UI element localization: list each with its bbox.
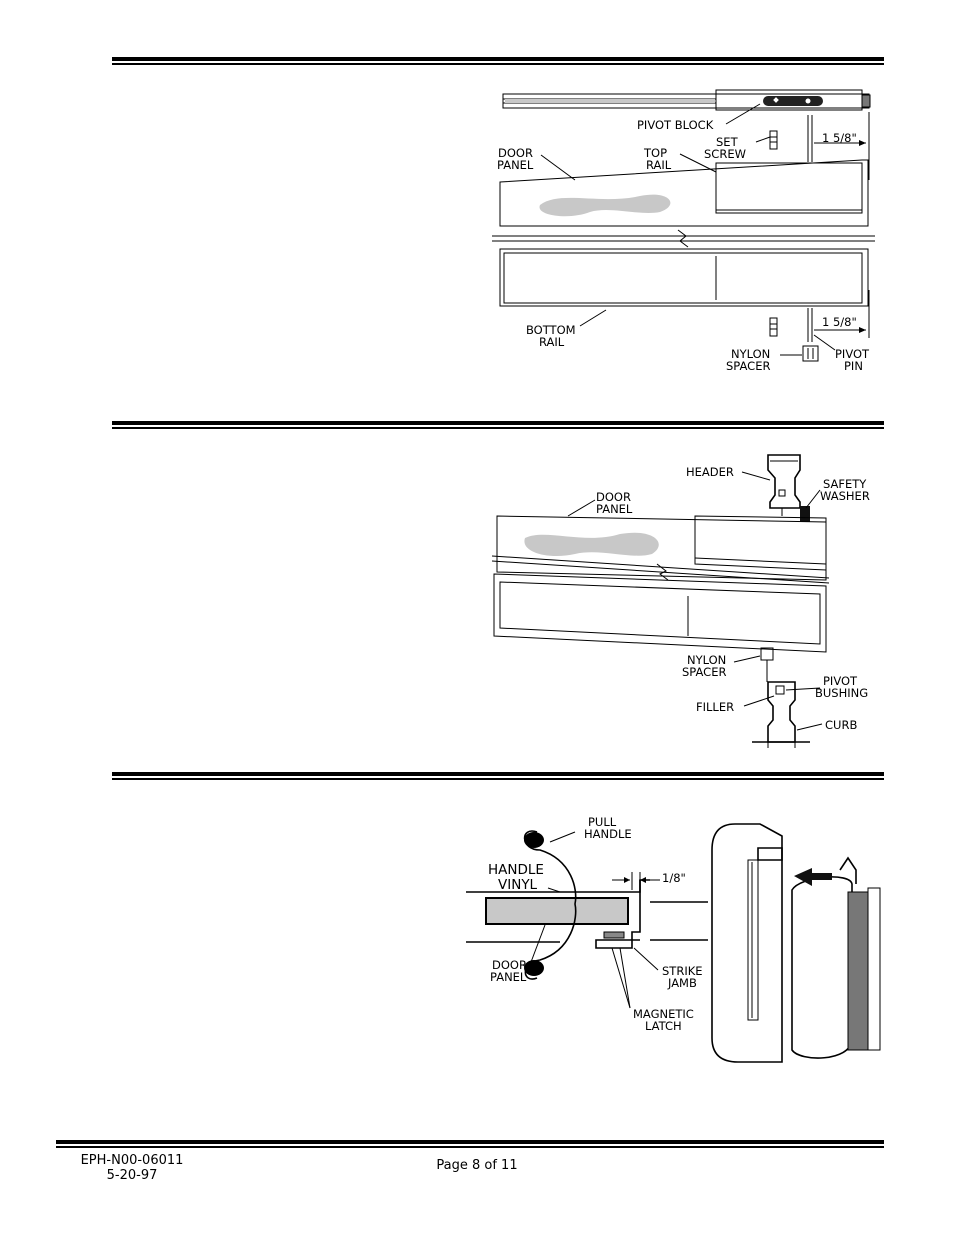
label-latch: LATCH: [645, 1019, 682, 1033]
label-curb: CURB: [825, 718, 857, 732]
label-pivot-2: PIVOT: [823, 674, 858, 688]
door-hanging-figure: HEADER SAFETY WASHER DOOR PANEL NYLON SP…: [491, 454, 870, 748]
label-header: HEADER: [686, 465, 734, 479]
pivot-assembly-figure: PIVOT BLOCK SET SCREW DOOR PANEL TOP RAI…: [492, 89, 875, 373]
label-jamb: JAMB: [667, 976, 697, 990]
page-number: Page 8 of 11: [436, 1158, 518, 1173]
label-rail: RAIL: [646, 158, 672, 172]
footer-doc-info: EPH-N00-06011 5-20-97: [77, 1153, 187, 1183]
section-rule-1: [112, 57, 884, 66]
label-door-2: DOOR: [596, 490, 631, 504]
label-pull: PULL: [588, 815, 617, 829]
label-spacer-2: SPACER: [682, 665, 726, 679]
doc-number: EPH-N00-06011: [80, 1153, 184, 1168]
label-vinyl: VINYL: [498, 877, 538, 893]
label-panel-3: PANEL: [490, 970, 527, 984]
label-set: SET: [716, 135, 739, 149]
label-door-3: DOOR: [492, 958, 527, 972]
label-strike: STRIKE: [662, 964, 703, 978]
label-nylon: NYLON: [731, 347, 770, 361]
label-pivot-block: PIVOT BLOCK: [637, 118, 714, 132]
label-spacer: SPACER: [726, 359, 770, 373]
label-bushing: BUSHING: [815, 686, 868, 700]
label-filler: FILLER: [696, 700, 734, 714]
label-safety: SAFETY: [823, 477, 867, 491]
section-rule-3: [112, 772, 884, 781]
doc-date: 5-20-97: [106, 1168, 158, 1183]
label-handle-2: HANDLE: [488, 862, 544, 878]
label-pivot: PIVOT: [835, 347, 870, 361]
label-top: TOP: [643, 146, 667, 160]
label-pin: PIN: [844, 359, 863, 373]
label-panel: PANEL: [497, 158, 534, 172]
label-panel-2: PANEL: [596, 502, 633, 516]
section-rule-2: [112, 421, 884, 430]
label-magnetic: MAGNETIC: [633, 1007, 694, 1021]
label-nylon-2: NYLON: [687, 653, 726, 667]
dim-gap: 1/8": [662, 871, 686, 885]
label-screw: SCREW: [704, 147, 746, 161]
label-bottom: BOTTOM: [526, 323, 576, 337]
label-handle: HANDLE: [584, 827, 632, 841]
dim-bottom: 1 5/8": [822, 315, 857, 329]
dim-top: 1 5/8": [822, 131, 857, 145]
label-door: DOOR: [498, 146, 533, 160]
handle-latch-figure: PULL HANDLE HANDLE VINYL 1/8" DOOR PANEL…: [466, 815, 881, 1063]
footer-rule: [56, 1140, 884, 1149]
label-washer: WASHER: [820, 489, 870, 503]
label-bottom-rail: RAIL: [539, 335, 565, 349]
